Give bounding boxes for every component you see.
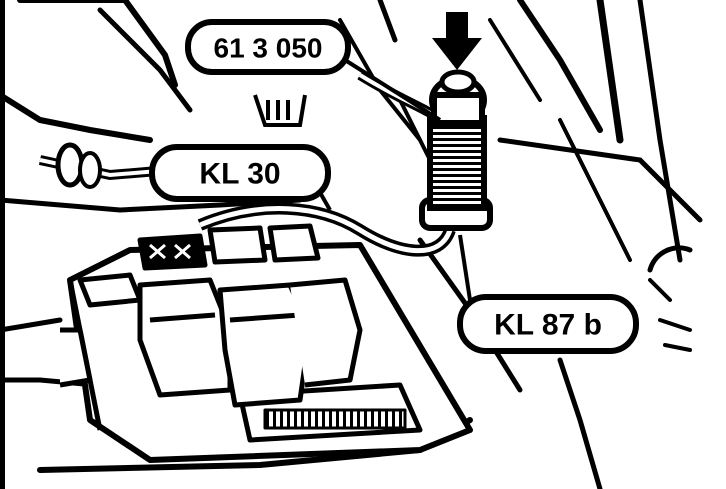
callout-part-number: 61 3 050 bbox=[185, 19, 351, 75]
callout-terminal-30: KL 30 bbox=[149, 144, 331, 202]
callout-terminal-87b: KL 87 b bbox=[457, 294, 639, 354]
connector-tool-icon bbox=[253, 94, 307, 127]
tester-plunger bbox=[419, 69, 493, 231]
callout-part-number-label: 61 3 050 bbox=[214, 33, 323, 64]
press-arrow-icon bbox=[432, 12, 482, 70]
callout-terminal-30-label: KL 30 bbox=[199, 158, 280, 191]
callout-terminal-87b-label: KL 87 b bbox=[494, 309, 602, 342]
relay-icon bbox=[59, 223, 363, 408]
